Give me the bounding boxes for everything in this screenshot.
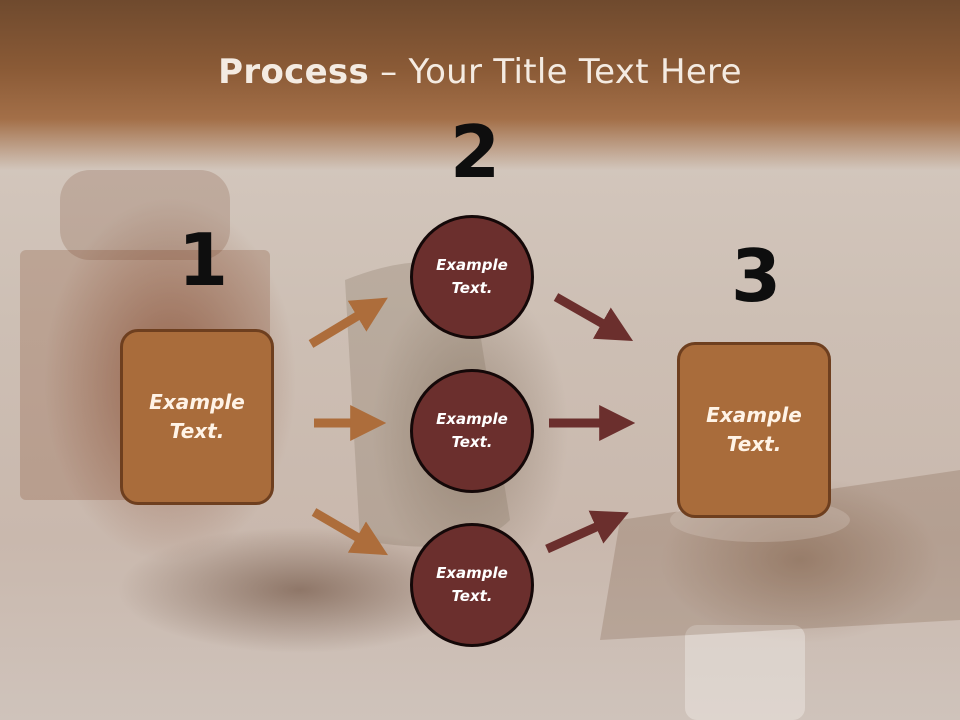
step-2-number: 2 — [450, 110, 501, 194]
title-bold: Process — [218, 52, 370, 92]
step-1-box: Example Text. — [120, 329, 274, 505]
arrow-top-to-3 — [553, 293, 634, 342]
arrow-bottom-to-3 — [545, 510, 629, 554]
title-rest: – Your Title Text Here — [369, 52, 742, 92]
step-3-box: Example Text. — [677, 342, 831, 518]
step-3-number: 3 — [731, 234, 782, 318]
step-2-circle-middle: Example Text. — [410, 369, 534, 493]
title-band — [0, 0, 960, 170]
step-2-circle-top: Example Text. — [410, 215, 534, 339]
slide-title: Process – Your Title Text Here — [0, 52, 960, 92]
step-2-circle-bottom: Example Text. — [410, 523, 534, 647]
step-1-number: 1 — [178, 218, 229, 302]
arrow-1-to-top — [308, 297, 388, 348]
arrow-1-to-bottom — [311, 508, 388, 556]
